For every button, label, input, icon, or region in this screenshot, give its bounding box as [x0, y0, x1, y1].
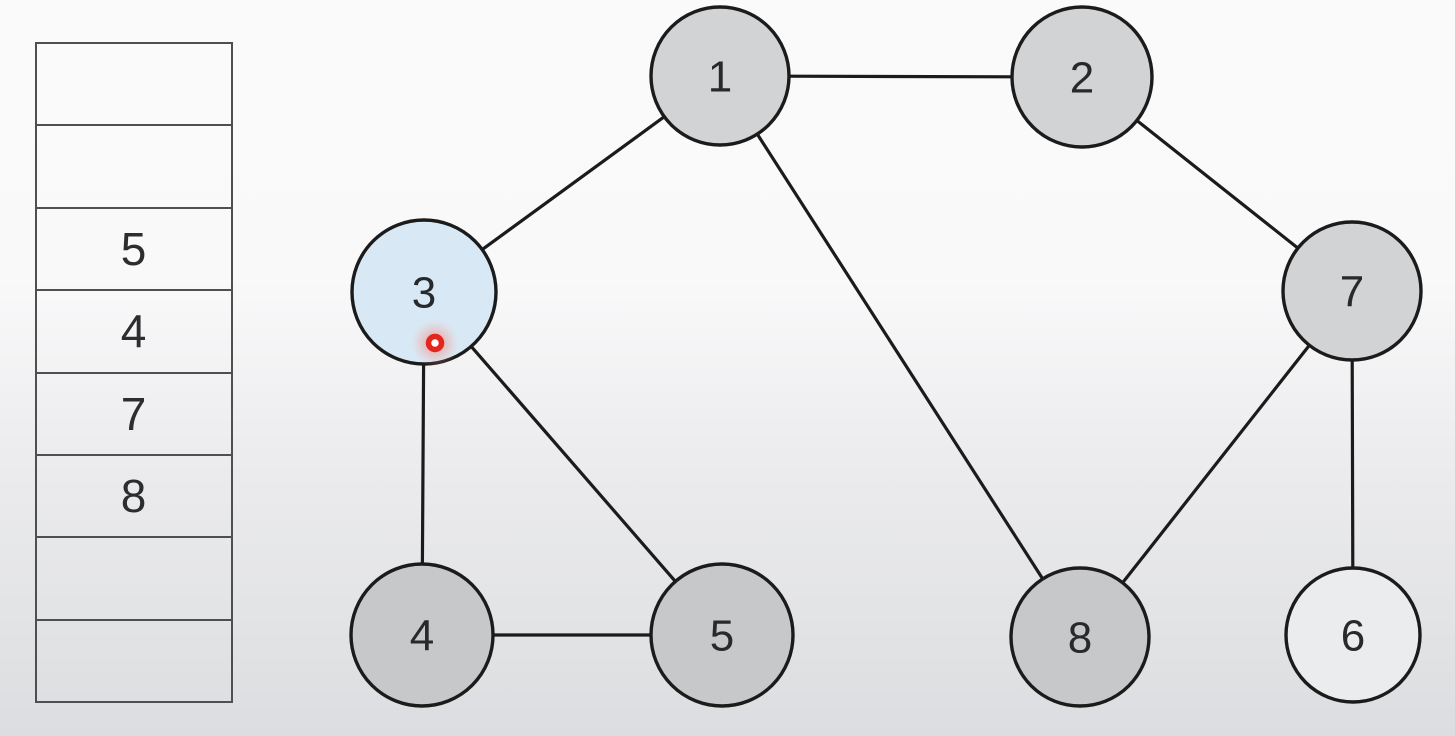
edge-3-4 [420, 362, 426, 566]
edge-1-8 [755, 132, 1045, 581]
node-3[interactable]: 3 [350, 218, 498, 366]
node-label: 7 [1340, 267, 1364, 316]
edge-1-2 [787, 74, 1014, 79]
stack-cell: 8 [37, 456, 231, 539]
cursor-layer [411, 319, 459, 367]
stack-cell [37, 538, 231, 621]
node-label: 4 [410, 611, 434, 660]
node-label: 1 [708, 52, 732, 101]
stack-cell [37, 44, 231, 127]
edge-3-5 [469, 344, 678, 584]
edge-7-8 [1120, 343, 1312, 585]
cursor-click-indicator [425, 333, 445, 353]
node-label: 6 [1341, 611, 1365, 660]
stack-cell: 7 [37, 374, 231, 456]
node-circle [1281, 220, 1423, 362]
stack-cell: 4 [37, 291, 231, 374]
node-label: 2 [1070, 53, 1094, 102]
node-circle [1010, 5, 1154, 149]
node-circle [1284, 566, 1422, 704]
node-circle [349, 562, 495, 708]
graph-edges-layer [420, 74, 1355, 637]
node-label: 5 [710, 611, 734, 660]
edge-7-6 [1350, 358, 1355, 570]
node-8[interactable]: 8 [1009, 566, 1151, 708]
node-label: 3 [412, 268, 436, 317]
node-circle [649, 5, 791, 147]
node-5[interactable]: 5 [649, 562, 795, 708]
node-4[interactable]: 4 [349, 562, 495, 708]
edge-2-7 [1135, 118, 1300, 250]
node-6[interactable]: 6 [1284, 566, 1422, 704]
stack-cell [37, 126, 231, 209]
edge-1-3 [480, 115, 666, 252]
node-1[interactable]: 1 [649, 5, 791, 147]
node-2[interactable]: 2 [1010, 5, 1154, 149]
stack-panel: 5 4 7 8 [35, 42, 233, 703]
node-circle [1009, 566, 1151, 708]
node-label: 8 [1068, 613, 1092, 662]
node-circle [649, 562, 795, 708]
stack-cell: 5 [37, 209, 231, 292]
graph-nodes-layer: 1 2 3 4 5 6 7 8 [349, 5, 1423, 708]
node-7[interactable]: 7 [1281, 220, 1423, 362]
